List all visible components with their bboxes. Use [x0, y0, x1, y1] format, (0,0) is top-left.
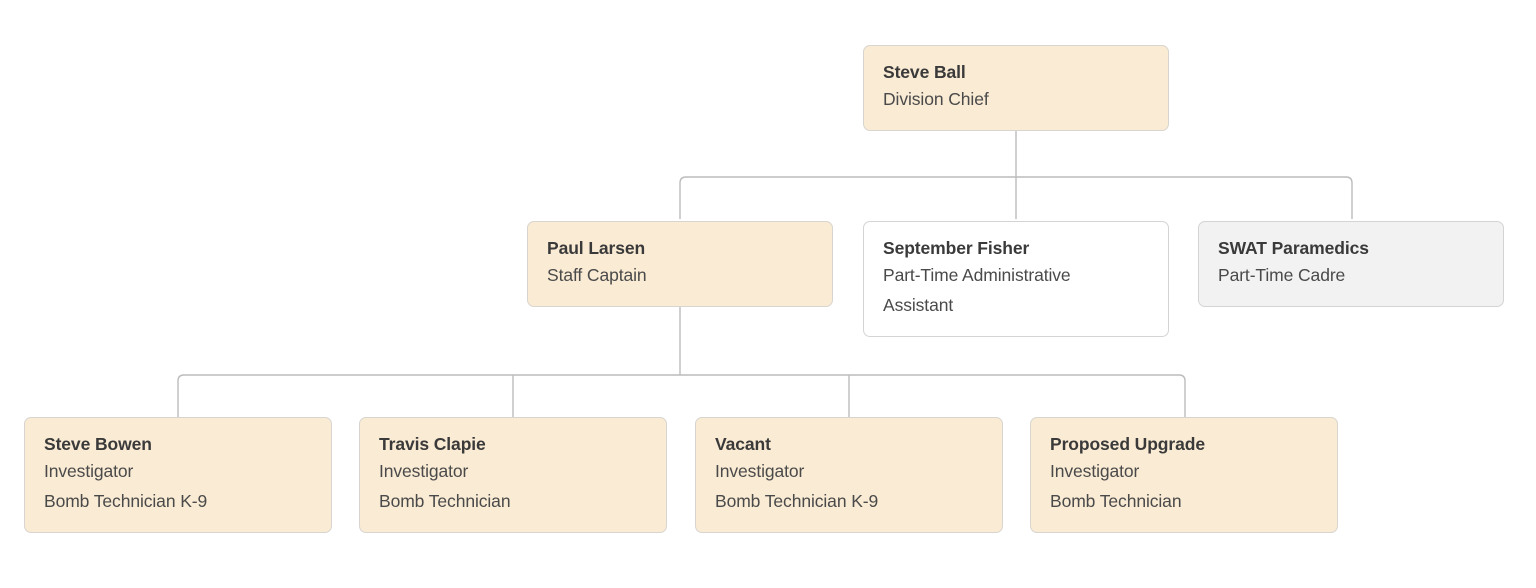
node-subtitle: Investigator — [379, 461, 469, 482]
node-title: Proposed Upgrade — [1050, 434, 1205, 454]
node-vacant[interactable]: Vacant Investigator Bomb Technician K-9 — [695, 417, 1003, 533]
node-swat-paramedics[interactable]: SWAT Paramedics Part-Time Cadre — [1198, 221, 1504, 307]
node-title: Paul Larsen — [547, 238, 646, 258]
connector-tier3-bus — [177, 374, 1186, 417]
node-subtitle-cont: Bomb Technician — [379, 490, 511, 511]
node-title: Steve Ball — [883, 62, 966, 82]
node-steve-ball[interactable]: Steve Ball Division Chief — [863, 45, 1169, 131]
connector-tier2-bus — [679, 176, 1353, 219]
node-subtitle: Investigator — [715, 461, 805, 482]
node-subtitle-cont: Bomb Technician — [1050, 490, 1182, 511]
node-title: Vacant — [715, 434, 771, 454]
node-subtitle-cont: Bomb Technician K-9 — [715, 490, 879, 511]
node-subtitle: Part-Time Cadre — [1218, 265, 1346, 286]
node-title: Steve Bowen — [44, 434, 152, 454]
node-title: September Fisher — [883, 238, 1030, 258]
node-travis-clapie[interactable]: Travis Clapie Investigator Bomb Technici… — [359, 417, 667, 533]
node-subtitle: Investigator — [1050, 461, 1140, 482]
node-paul-larsen[interactable]: Paul Larsen Staff Captain — [527, 221, 833, 307]
node-subtitle: Part-Time Administrative — [883, 265, 1071, 286]
node-subtitle: Staff Captain — [547, 265, 647, 286]
node-subtitle: Division Chief — [883, 89, 989, 110]
node-subtitle: Investigator — [44, 461, 134, 482]
node-title: SWAT Paramedics — [1218, 238, 1369, 258]
node-proposed-upgrade[interactable]: Proposed Upgrade Investigator Bomb Techn… — [1030, 417, 1338, 533]
node-title: Travis Clapie — [379, 434, 486, 454]
node-steve-bowen[interactable]: Steve Bowen Investigator Bomb Technician… — [24, 417, 332, 533]
node-subtitle-cont: Bomb Technician K-9 — [44, 490, 208, 511]
node-subtitle-cont: Assistant — [883, 294, 954, 315]
node-september-fisher[interactable]: September Fisher Part-Time Administrativ… — [863, 221, 1169, 337]
